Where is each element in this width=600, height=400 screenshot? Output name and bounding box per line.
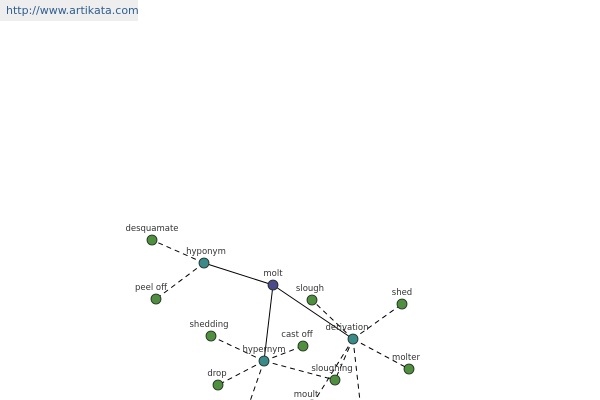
nodes-layer	[146, 234, 415, 400]
edge-hypernym-shedding	[210, 335, 265, 362]
edge-hypernym-sloughing	[263, 360, 336, 381]
edge-derivation-molter	[352, 338, 410, 370]
edge-derivation-moult	[314, 338, 354, 400]
node-desquamate[interactable]	[146, 234, 158, 246]
label-peel-off[interactable]: peel off	[135, 283, 168, 293]
edge-molt-hypernym	[263, 284, 274, 362]
node-molt[interactable]	[267, 279, 279, 291]
label-moult[interactable]: moult	[294, 390, 319, 400]
label-sloughing[interactable]: sloughing	[311, 364, 352, 374]
site-url-link[interactable]: http://www.artikata.com	[0, 0, 139, 21]
node-hypernym[interactable]	[258, 355, 270, 367]
label-slough[interactable]: slough	[296, 284, 324, 294]
edge-derivation-shed	[352, 303, 403, 340]
node-peel-off[interactable]	[150, 293, 162, 305]
edge-derivation-offscreen_a	[352, 338, 361, 400]
label-molter[interactable]: molter	[392, 353, 420, 363]
node-drop[interactable]	[212, 379, 224, 391]
node-cast-off[interactable]	[297, 340, 309, 352]
node-sloughing[interactable]	[329, 374, 341, 386]
label-cast-off[interactable]: cast off	[281, 330, 314, 340]
label-hyponym[interactable]: hyponym	[186, 247, 226, 257]
label-drop[interactable]: drop	[207, 369, 226, 379]
label-desquamate[interactable]: desquamate	[125, 224, 178, 234]
node-molter[interactable]	[403, 363, 415, 375]
edges-layer	[151, 239, 410, 400]
edge-hyponym-desquamate	[151, 239, 205, 264]
node-hyponym[interactable]	[198, 257, 210, 269]
label-hypernym[interactable]: hypernym	[242, 345, 285, 355]
label-shed[interactable]: shed	[392, 288, 412, 298]
edge-hypernym-cast_off	[263, 345, 304, 362]
node-slough[interactable]	[306, 294, 318, 306]
label-molt[interactable]: molt	[263, 269, 283, 279]
label-derivation[interactable]: derivation	[325, 323, 368, 333]
edge-derivation-sloughing	[334, 338, 354, 381]
label-shedding[interactable]: shedding	[190, 320, 229, 330]
labels-layer: molt hyponym derivation hypernym desquamate p…	[125, 224, 420, 400]
edge-molt-hyponym	[203, 262, 274, 286]
edge-derivation-slough	[311, 299, 354, 340]
node-derivation[interactable]	[347, 333, 359, 345]
node-shed[interactable]	[396, 298, 408, 310]
node-shedding[interactable]	[205, 330, 217, 342]
edge-molt-derivation	[272, 284, 354, 340]
edge-hyponym-peel_off	[155, 262, 205, 300]
edge-hypernym-offscreen_b	[249, 360, 265, 400]
